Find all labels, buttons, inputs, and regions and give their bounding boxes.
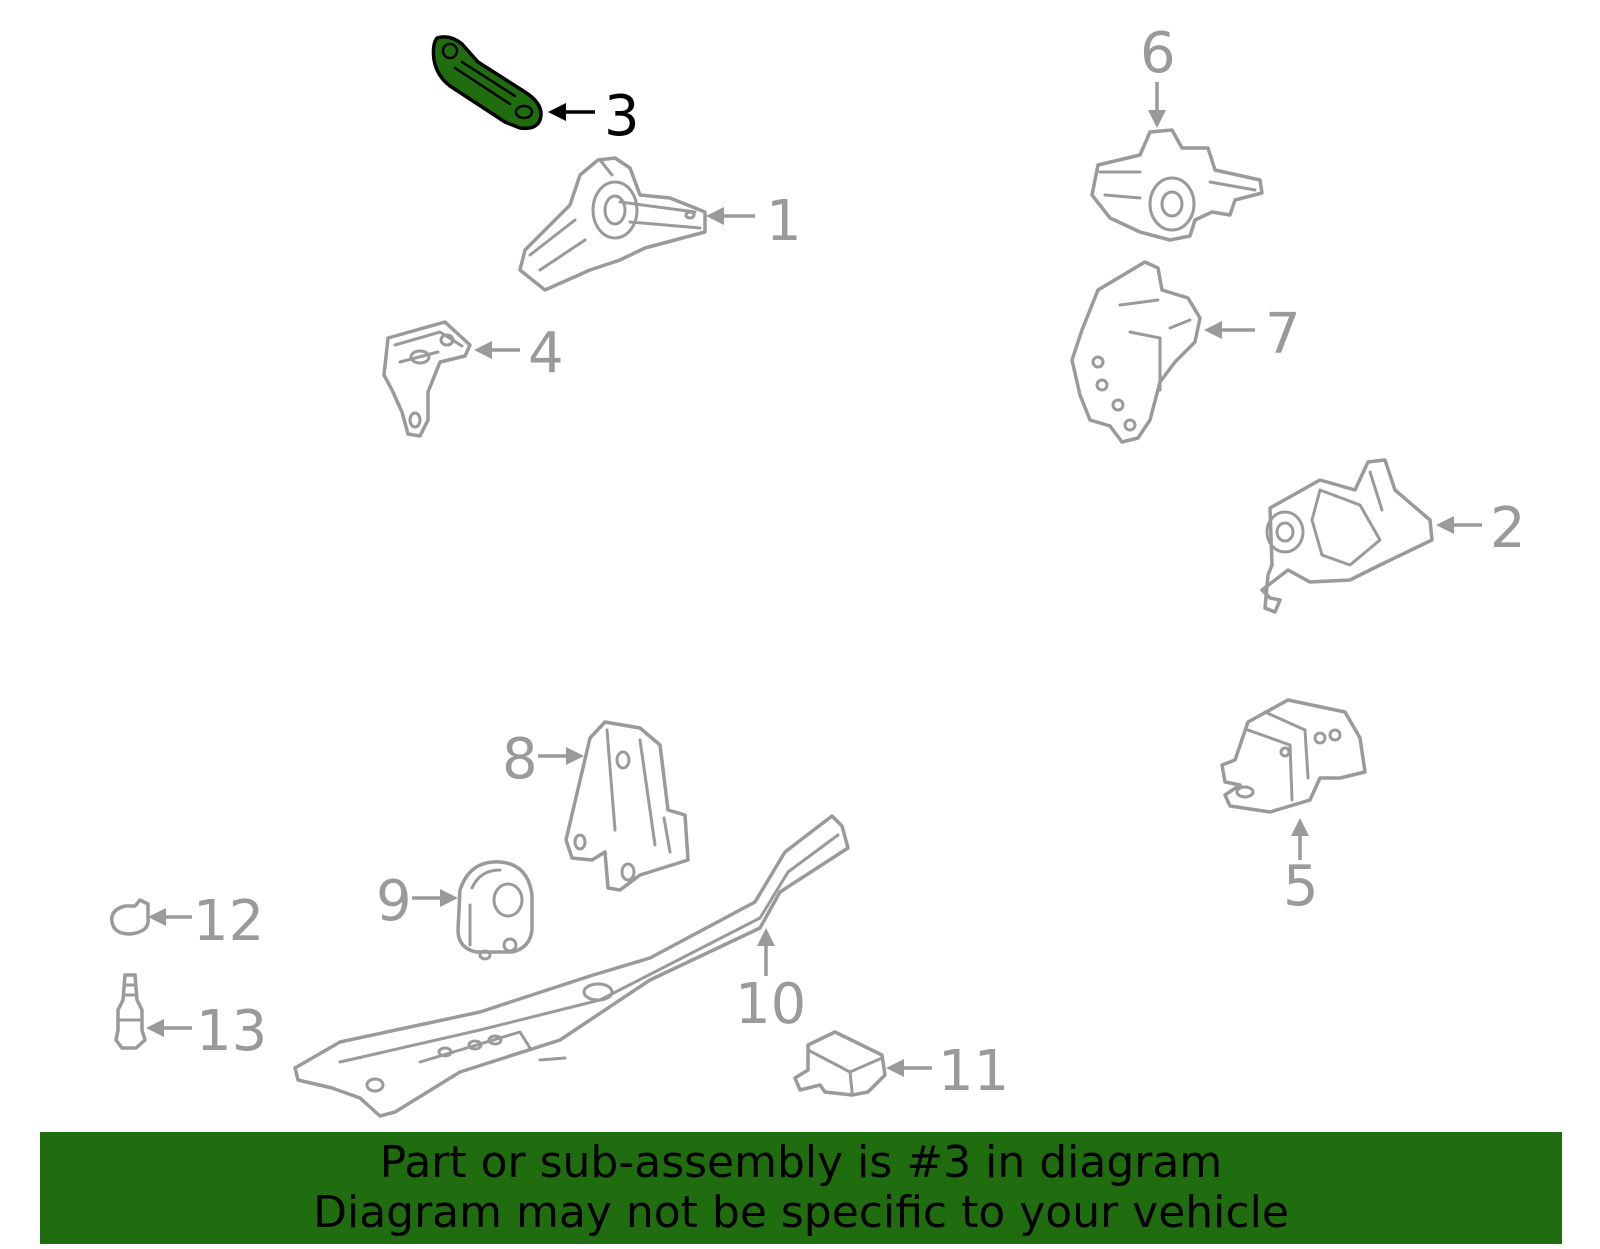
callout-8: 8 [502, 727, 584, 792]
part-3-bracket[interactable] [431, 35, 543, 131]
part-1-engine-mount[interactable] [518, 156, 707, 292]
part-4-bracket[interactable] [382, 320, 472, 438]
callout-4: 4 [474, 321, 564, 386]
callout-number-8: 8 [502, 727, 538, 792]
callout-5: 5 [1283, 818, 1319, 919]
part-12-clip[interactable] [110, 898, 150, 936]
callout-number-11: 11 [938, 1039, 1009, 1104]
info-banner: Part or sub-assembly is #3 in diagram Di… [40, 1132, 1562, 1244]
callout-number-1: 1 [766, 189, 802, 254]
callout-number-6: 6 [1140, 21, 1176, 86]
callout-number-10: 10 [735, 972, 806, 1037]
part-11-bumper[interactable] [793, 1030, 887, 1097]
callout-number-4: 4 [528, 321, 564, 386]
callout-number-7: 7 [1265, 302, 1301, 367]
callout-number-13: 13 [196, 999, 267, 1064]
callout-12: 12 [148, 889, 264, 954]
part-10-crossmember[interactable] [293, 814, 850, 1118]
banner-line-2: Diagram may not be specific to your vehi… [313, 1187, 1289, 1238]
callout-9: 9 [376, 869, 458, 934]
callout-1: 1 [706, 189, 802, 254]
part-8-bracket[interactable] [564, 720, 690, 892]
callout-7: 7 [1204, 302, 1301, 367]
part-6-engine-mount[interactable] [1090, 128, 1264, 242]
callout-number-12: 12 [193, 889, 264, 954]
callout-11: 11 [886, 1039, 1009, 1104]
part-13-bolt[interactable] [114, 973, 147, 1050]
callout-number-2: 2 [1490, 496, 1526, 561]
callout-2: 2 [1436, 496, 1526, 561]
parts-diagram: 3 1 4 6 7 2 5 8 9 10 [110, 21, 1526, 1118]
callout-6: 6 [1140, 21, 1176, 128]
part-5-bracket[interactable] [1220, 698, 1367, 814]
callout-3: 3 [548, 84, 640, 149]
callout-number-5: 5 [1283, 854, 1319, 919]
part-2-engine-mount[interactable] [1260, 458, 1434, 614]
banner-line-1: Part or sub-assembly is #3 in diagram [379, 1137, 1223, 1188]
callout-10: 10 [735, 928, 806, 1037]
part-9-mount-bushing[interactable] [456, 860, 534, 961]
callout-number-3: 3 [604, 84, 640, 149]
callout-13: 13 [146, 999, 267, 1064]
part-7-bracket[interactable] [1070, 260, 1202, 444]
callout-number-9: 9 [376, 869, 412, 934]
